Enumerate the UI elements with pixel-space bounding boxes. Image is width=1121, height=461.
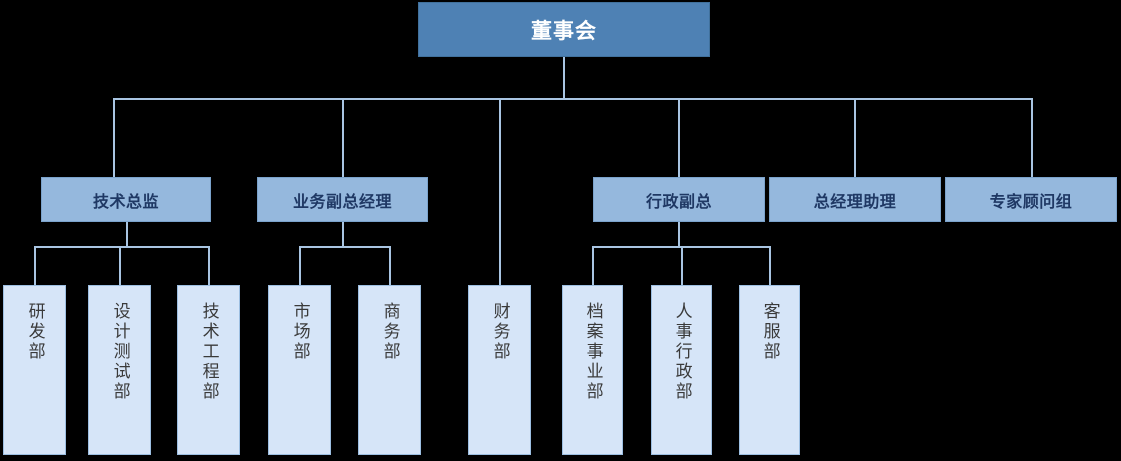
org-node-n2[interactable]: 业务副总经理 [257, 177, 428, 222]
connector-drop-to-renshixingzhengbu [681, 246, 683, 286]
org-node-label: 行政副总 [645, 193, 712, 211]
org-node-label: 业务副总经理 [292, 193, 392, 211]
connector-drop-to-shichangbu [299, 246, 301, 286]
org-node-label: 总经理助理 [813, 193, 897, 211]
connector-drop-to-jishugongchengbu [208, 246, 210, 286]
org-node-label: 技术总监 [92, 193, 159, 211]
org-node-label: 设计测试部 [110, 302, 130, 402]
org-node-label: 档案事业部 [583, 302, 603, 402]
org-node-n10[interactable]: 商务部 [358, 285, 421, 455]
connector-drop-to-danganshiyebu [592, 246, 594, 286]
connector-jishuzongjian-stem [126, 222, 128, 247]
connector-yewufuzong-stem [342, 222, 344, 247]
org-node-n4[interactable]: 总经理助理 [769, 177, 941, 222]
org-node-n0[interactable]: 董事会 [418, 2, 710, 57]
org-node-label: 董事会 [531, 19, 597, 43]
connector-drop-to-yewufuzongjingli [342, 98, 344, 178]
connector-drop-to-jishuzongjian [113, 98, 115, 178]
connector-board-stem-down [563, 57, 565, 99]
connector-drop-to-xingzhengfuzong [678, 98, 680, 178]
org-node-n9[interactable]: 市场部 [268, 285, 331, 455]
org-node-n3[interactable]: 行政副总 [593, 177, 765, 222]
org-node-label: 客服部 [760, 302, 780, 362]
connector-drop-to-zongjinglizhuli [854, 98, 856, 178]
org-node-n1[interactable]: 技术总监 [41, 177, 211, 222]
org-node-label: 商务部 [380, 302, 400, 362]
org-node-n5[interactable]: 专家顾问组 [945, 177, 1117, 222]
connector-drop-to-kefubu [769, 246, 771, 286]
connector-drop-to-shangwubu [389, 246, 391, 286]
connector-drop-to-zhuanjiaguwenzu [1031, 98, 1033, 178]
connector-level1-bus [113, 98, 1033, 100]
connector-drop-to-shejiceshibu [119, 246, 121, 286]
org-node-n8[interactable]: 技术工程部 [177, 285, 240, 455]
org-node-label: 财务部 [490, 302, 510, 362]
org-node-n11[interactable]: 财务部 [468, 285, 531, 455]
org-node-label: 技术工程部 [199, 302, 219, 402]
org-node-n12[interactable]: 档案事业部 [562, 285, 623, 455]
connector-drop-to-yanfabu [34, 246, 36, 286]
connector-jishuzongjian-bus [34, 246, 209, 248]
org-node-n7[interactable]: 设计测试部 [88, 285, 151, 455]
org-node-label: 人事行政部 [672, 302, 692, 402]
org-node-label: 市场部 [290, 302, 310, 362]
org-node-n6[interactable]: 研发部 [3, 285, 66, 455]
org-node-label: 专家顾问组 [989, 193, 1073, 211]
connector-xingzhengfuzong-stem [678, 222, 680, 247]
connector-drop-to-caiwubu-direct [499, 98, 501, 286]
connector-yewufuzong-bus [299, 246, 390, 248]
org-node-n14[interactable]: 客服部 [739, 285, 800, 455]
org-node-n13[interactable]: 人事行政部 [651, 285, 712, 455]
org-node-label: 研发部 [25, 302, 45, 362]
